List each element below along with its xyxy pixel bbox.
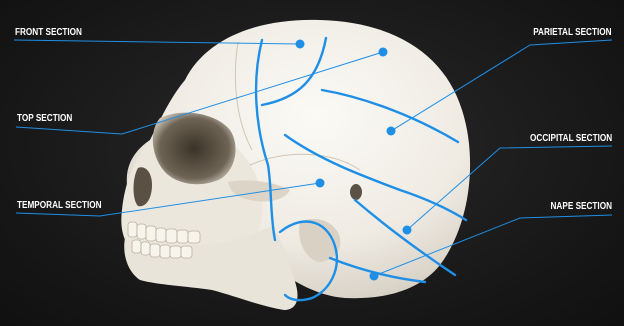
temporal-section-label: TEMPORAL SECTION — [17, 200, 102, 211]
nape-section-label: NAPE SECTION — [550, 201, 612, 212]
ear-canal — [350, 184, 362, 200]
marker-top — [379, 48, 388, 57]
occipital-section-label: OCCIPITAL SECTION — [530, 133, 612, 144]
top-section-label: TOP SECTION — [17, 113, 72, 124]
marker-nape — [370, 272, 379, 281]
front-section-label: FRONT SECTION — [15, 27, 82, 38]
parietal-section-label: PARIETAL SECTION — [534, 27, 612, 38]
marker-parietal — [387, 127, 396, 136]
marker-temporal — [316, 179, 325, 188]
marker-occipital — [403, 226, 412, 235]
marker-front — [296, 40, 305, 49]
